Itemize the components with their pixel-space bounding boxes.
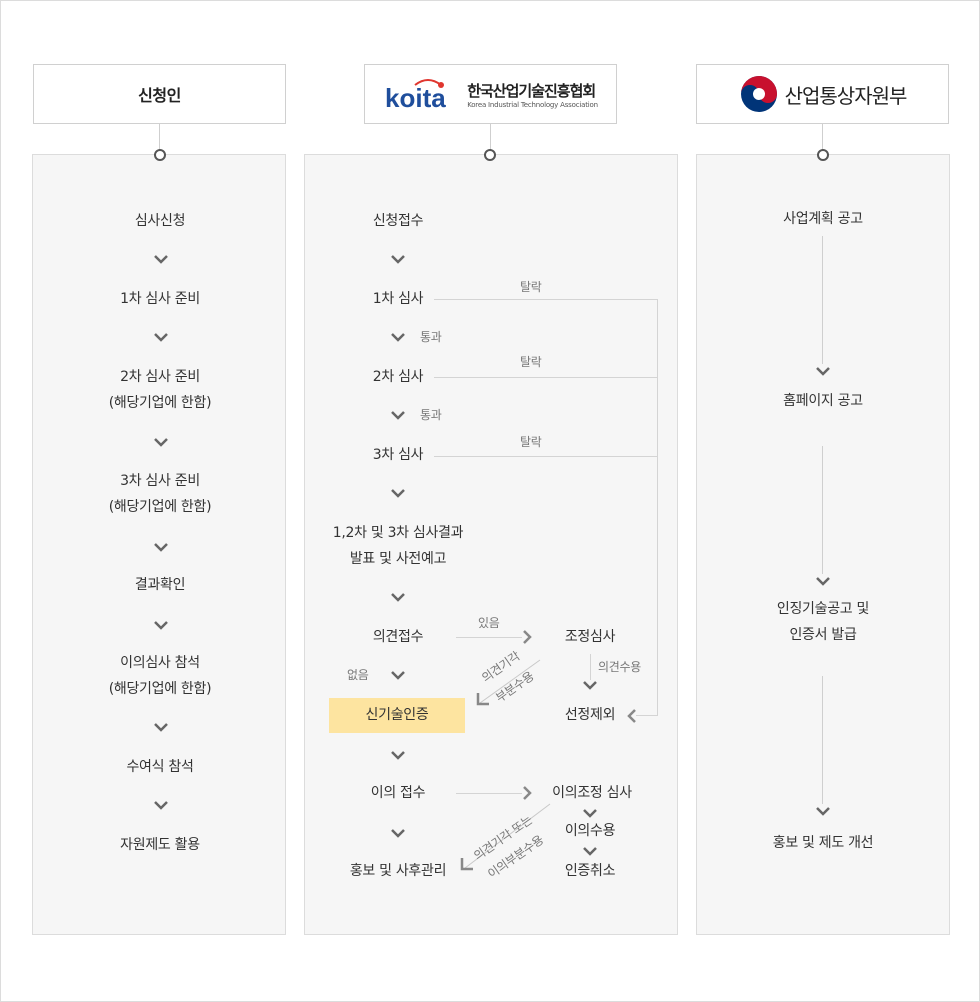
applicant-step-objection-note: (해당기업에 한함)	[108, 681, 212, 697]
koita-logo-text: koita	[385, 83, 446, 111]
applicant-step-ceremony: 수여식 참석	[126, 759, 194, 775]
adjust-to-cert-arrow	[476, 659, 541, 706]
applicant-node-dot	[154, 149, 166, 161]
chevron-down-icon	[816, 577, 830, 586]
chevron-down-icon	[391, 751, 405, 760]
drop-line-bottom	[636, 715, 657, 716]
chevron-down-icon	[391, 593, 405, 602]
koita-step-objection-review: 이의조정 심사	[552, 785, 632, 801]
chevron-down-icon	[391, 333, 405, 342]
ministry-step-plan: 사업계획 공고	[783, 211, 863, 227]
review-to-aftercare-arrow	[460, 803, 551, 871]
chevron-down-icon	[154, 543, 168, 552]
applicant-step-second-prep: 2차 심사 준비	[120, 369, 200, 385]
applicant-step-apply: 심사신청	[134, 213, 186, 229]
pass-label-second: 통과	[420, 408, 442, 422]
chevron-down-icon	[154, 621, 168, 630]
drop-line-vertical	[657, 299, 658, 716]
applicant-step-third-prep: 3차 심사 준비	[120, 473, 200, 489]
ministry-step-announce-1: 인징기술공고 및	[776, 601, 870, 617]
koita-step-announce-2: 발표 및 사전예고	[349, 551, 447, 567]
koita-step-exclude: 선정제외	[564, 707, 616, 723]
koita-step-third: 3차 심사	[372, 447, 424, 463]
koita-org-name: 한국산업기술진흥협회	[467, 81, 596, 100]
chevron-down-icon	[391, 671, 405, 680]
connector-applicant	[159, 124, 160, 150]
ministry-step-homepage: 홈페이지 공고	[783, 393, 863, 409]
applicant-title: 신청인	[138, 86, 181, 105]
koita-header: koita 한국산업기술진흥협회 Korea Industrial Techno…	[364, 64, 617, 124]
ministry-line-3	[822, 676, 823, 804]
cert-highlight	[329, 698, 465, 733]
ministry-title: 산업통상자원부	[784, 83, 908, 108]
chevron-down-icon	[391, 255, 405, 264]
koita-org-name-en: Korea Industrial Technology Association	[467, 100, 598, 109]
chevron-down-icon	[154, 801, 168, 810]
chevron-down-icon	[583, 847, 597, 856]
drop-line-third	[434, 456, 657, 457]
adjust-to-exclude-line	[590, 654, 591, 680]
koita-step-cert-cancel: 인증취소	[564, 863, 616, 879]
koita-step-aftercare: 홍보 및 사후관리	[349, 863, 447, 879]
koita-panel	[304, 154, 678, 935]
ministry-header: 산업통상자원부	[696, 64, 949, 124]
chevron-down-icon	[154, 438, 168, 447]
connector-koita	[490, 124, 491, 150]
koita-step-adjust: 조정심사	[564, 629, 616, 645]
connector-ministry	[822, 124, 823, 150]
chevron-down-icon	[154, 723, 168, 732]
koita-logo-icon: koita	[385, 79, 446, 111]
chevron-down-icon	[391, 411, 405, 420]
koita-step-opinion: 의견접수	[372, 629, 424, 645]
applicant-step-second-note: (해당기업에 한함)	[108, 395, 212, 411]
ministry-step-announce-2: 인증서 발급	[789, 627, 857, 643]
applicant-step-first-prep: 1차 심사 준비	[120, 291, 200, 307]
ministry-line-2	[822, 446, 823, 574]
opinion-to-adjust-line	[456, 637, 522, 638]
chevron-left-icon	[627, 709, 636, 723]
koita-step-announce-1: 1,2차 및 3차 심사결과	[332, 525, 464, 541]
chevron-down-icon	[583, 681, 597, 690]
koita-step-second: 2차 심사	[372, 369, 424, 385]
yes-label: 있음	[478, 616, 500, 630]
pass-label-first: 통과	[420, 330, 442, 344]
ministry-step-improve: 홍보 및 제도 개선	[772, 835, 874, 851]
chevron-down-icon	[391, 489, 405, 498]
chevron-down-icon	[816, 807, 830, 816]
objection-to-review-line	[456, 793, 522, 794]
drop-line-first	[434, 299, 657, 300]
chevron-right-icon	[523, 786, 532, 800]
drop-label-third: 탈락	[520, 435, 542, 449]
koita-step-receipt: 신청접수	[372, 213, 424, 229]
ministry-emblem-icon	[740, 76, 777, 112]
chevron-down-icon	[816, 367, 830, 376]
koita-step-objection: 이의 접수	[370, 785, 426, 801]
chevron-right-icon	[523, 630, 532, 644]
applicant-header: 신청인	[33, 64, 286, 124]
applicant-step-objection: 이의심사 참석	[120, 655, 200, 671]
applicant-step-result: 결과확인	[134, 577, 186, 593]
koita-node-dot	[484, 149, 496, 161]
accept-label: 의견수용	[598, 660, 641, 674]
drop-label-first: 탈락	[520, 280, 542, 294]
ministry-node-dot	[817, 149, 829, 161]
applicant-step-utilize: 자원제도 활용	[120, 837, 200, 853]
koita-step-first: 1차 심사	[372, 291, 424, 307]
applicant-step-third-note: (해당기업에 한함)	[108, 499, 212, 515]
no-label: 없음	[347, 668, 369, 682]
chevron-down-icon	[154, 255, 168, 264]
koita-step-objection-accept: 이의수용	[564, 823, 616, 839]
chevron-down-icon	[391, 829, 405, 838]
ministry-panel	[696, 154, 950, 935]
drop-line-second	[434, 377, 657, 378]
chevron-down-icon	[154, 333, 168, 342]
chevron-down-icon	[583, 809, 597, 818]
koita-step-cert: 신기술인증	[365, 707, 429, 723]
koita-name-block: 한국산업기술진흥협회 Korea Industrial Technology A…	[467, 80, 598, 109]
drop-label-second: 탈락	[520, 355, 542, 369]
ministry-line-1	[822, 236, 823, 364]
